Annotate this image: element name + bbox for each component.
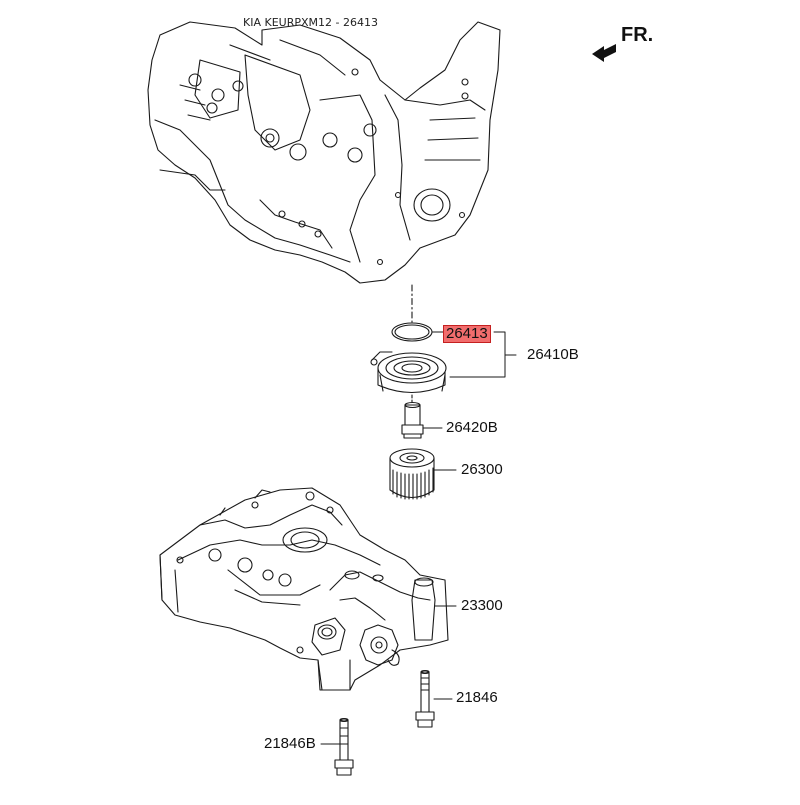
- o-ring-26413-illustration: [391, 322, 433, 342]
- part-label-26413[interactable]: 26413: [443, 325, 491, 343]
- leader-lines: [320, 331, 517, 745]
- front-arrow-icon: [592, 44, 616, 62]
- fitting-26420B-illustration: [401, 401, 424, 439]
- bolt-21846-illustration: [415, 669, 435, 728]
- front-direction-label: FR.: [621, 24, 654, 46]
- diagram-title: KIA KEURPXM12 - 26413: [243, 16, 378, 29]
- oil-cooler-26410B-illustration: [370, 351, 447, 393]
- part-label-26410B[interactable]: 26410B: [527, 346, 579, 363]
- oil-pump-23300-illustration: [159, 487, 449, 691]
- part-label-21846B[interactable]: 21846B: [264, 735, 316, 752]
- part-label-23300[interactable]: 23300: [461, 597, 503, 614]
- bolt-21846B-illustration: [334, 717, 354, 776]
- oil-filter-26300-illustration: [389, 448, 435, 500]
- part-label-21846[interactable]: 21846: [456, 689, 498, 706]
- engine-block-illustration: [147, 21, 501, 284]
- part-label-26420B[interactable]: 26420B: [446, 419, 498, 436]
- part-label-26300[interactable]: 26300: [461, 461, 503, 478]
